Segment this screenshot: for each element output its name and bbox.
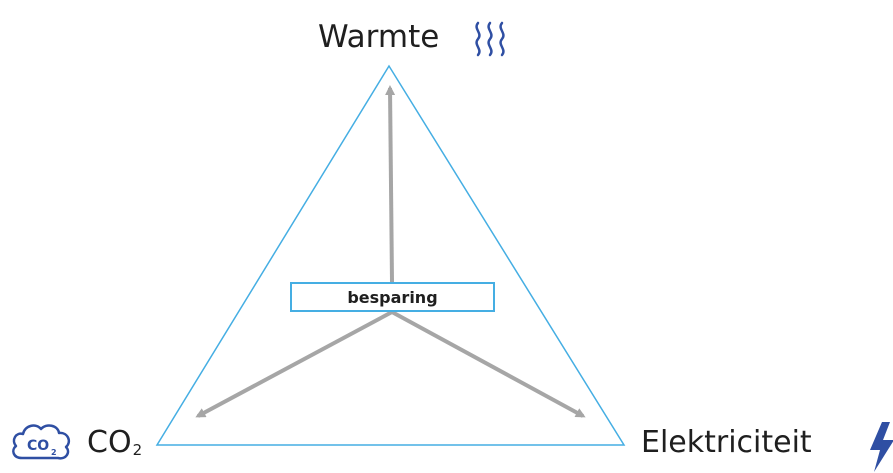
- svg-text:CO: CO: [27, 438, 49, 454]
- co2-label-subscript: 2: [132, 441, 143, 459]
- svg-text:2: 2: [51, 448, 57, 457]
- heat-waves-icon: [475, 21, 505, 57]
- arrow-to-co2: [195, 310, 393, 418]
- besparing-box: besparing: [290, 282, 495, 312]
- arrow-to-elektriciteit: [391, 310, 586, 418]
- warmte-label: Warmte: [318, 19, 440, 55]
- lightning-bolt-icon: [870, 422, 893, 472]
- besparing-label: besparing: [347, 287, 438, 307]
- triangle-outline: [155, 64, 626, 446]
- arrow-to-warmte: [385, 85, 396, 283]
- elektriciteit-label: Elektriciteit: [641, 425, 812, 460]
- co2-label: CO2: [87, 428, 142, 458]
- co2-cloud-icon: CO 2: [12, 424, 71, 460]
- co2-label-main: CO: [87, 425, 132, 460]
